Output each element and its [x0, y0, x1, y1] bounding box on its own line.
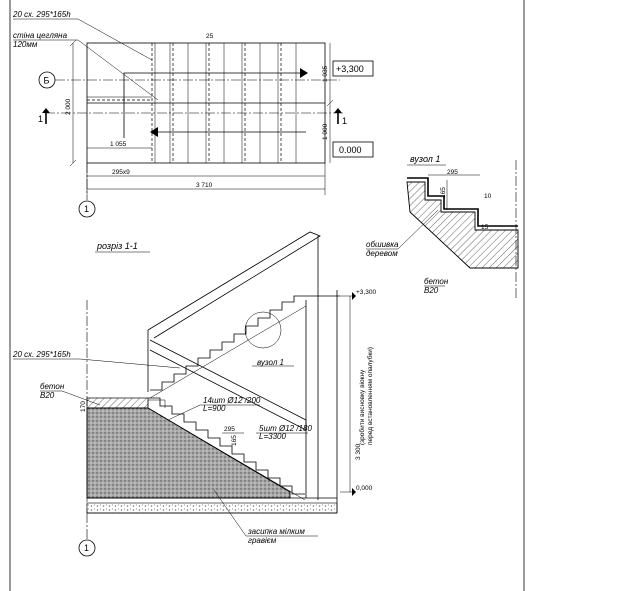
axis-1-label: 1 [84, 204, 89, 214]
rebar-1-label-b: L=900 [203, 404, 226, 413]
detail-wood-cladding [407, 177, 518, 227]
detail-concrete [406, 181, 519, 269]
rebar-2-label-b: L=3300 [259, 432, 286, 441]
gravel-label-1: засипка мілким [247, 527, 305, 536]
dim-25: 25 [206, 33, 214, 40]
dim-1000: 1 000 [322, 123, 329, 140]
plan-walk-line-up [123, 70, 307, 138]
sheet-frame [9, 0, 525, 591]
height-note-1: (зробити висновку віокну [358, 369, 366, 445]
plan-level-bottom: 0.000 [339, 145, 362, 155]
section-steps-label: 20 сх. 295*165h [12, 350, 71, 359]
dim-2000: 2 000 [65, 98, 72, 115]
plan-wall-label-2: 120мм [13, 40, 38, 49]
level-bottom-marker-icon [352, 488, 356, 496]
dim-295x9: 295х9 [112, 169, 130, 176]
section-mark-left: 1 [38, 114, 43, 124]
axis-b-label: Б [44, 76, 50, 86]
gravel-layer [86, 502, 338, 514]
level-box-bottom [332, 141, 374, 158]
section-dim-165: 165 [231, 435, 238, 446]
plan-arrow-down-icon [150, 127, 158, 137]
section-title: розріз 1-1 [96, 241, 138, 251]
plan-tread-lines [151, 43, 297, 163]
detail-dim-15: 15 [481, 224, 489, 231]
section-axis-1-label: 1 [84, 543, 89, 553]
stair-section: розріз 1-1 вузол 1 20 сх. 295*165h [12, 231, 376, 557]
lower-flight-steps [148, 397, 305, 495]
detail-node-1: вузол 1 295 165 10 15 обшивка деревом бе… [366, 154, 519, 300]
stair-plan: Б 1 1 2 000 1 035 1 000 1 055 295х9 3 71… [12, 10, 374, 218]
section-concrete-label-2: В20 [40, 391, 55, 400]
section-concrete-label-1: бетон [40, 382, 65, 391]
detail-dim-295: 295 [447, 169, 458, 176]
section-level-top: +3,300 [356, 289, 376, 296]
detail-cladding-label-1: обшивка [366, 240, 399, 249]
handrail-middle [149, 339, 307, 431]
handrail-upper [147, 231, 321, 339]
section-arrow-right-icon [334, 108, 342, 113]
detail-concrete-label-2: В20 [424, 286, 439, 295]
concrete-fill [86, 407, 291, 499]
rebar-2-label-a: 5шт Ø12 /180 [259, 424, 312, 433]
section-level-bottom: 0,000 [356, 485, 373, 492]
level-box-top [332, 60, 374, 77]
height-dim: 3 300 [355, 443, 362, 460]
axis-b-bubble [38, 71, 56, 89]
node-1-circle [244, 311, 282, 349]
rebar-1-label-a: 14шт Ø12 /200 [203, 396, 261, 405]
detail-concrete-label-1: бетон [424, 277, 449, 286]
section-axis-1-bubble [78, 539, 96, 557]
plan-steps-label: 20 сх. 295*165h [12, 10, 71, 19]
dim-3710: 3 710 [196, 182, 213, 189]
detail-title: вузол 1 [410, 154, 440, 164]
section-arrow-left-icon [42, 108, 50, 113]
plan-wall-label-1: стіна цегляна [13, 31, 68, 40]
plan-level-top: +3,300 [336, 64, 364, 74]
detail-cladding-label-2: деревом [366, 249, 398, 258]
dim-1035: 1 035 [322, 65, 329, 82]
node-1-label: вузол 1 [257, 358, 284, 367]
detail-dim-165: 165 [440, 187, 447, 198]
dim-170: 170 [80, 401, 87, 412]
height-note-2: перед встановленням опалубки) [366, 347, 374, 445]
detail-dim-10: 10 [484, 193, 492, 200]
gravel-label-2: гравієм [248, 536, 277, 545]
level-top-marker-icon [352, 292, 356, 300]
section-mark-right: 1 [342, 116, 347, 126]
upper-flight-steps [150, 295, 340, 391]
axis-1-bubble [78, 200, 96, 218]
dim-1055: 1 055 [110, 141, 127, 148]
plan-arrow-up-icon [300, 68, 308, 78]
section-dim-295: 295 [224, 426, 235, 433]
